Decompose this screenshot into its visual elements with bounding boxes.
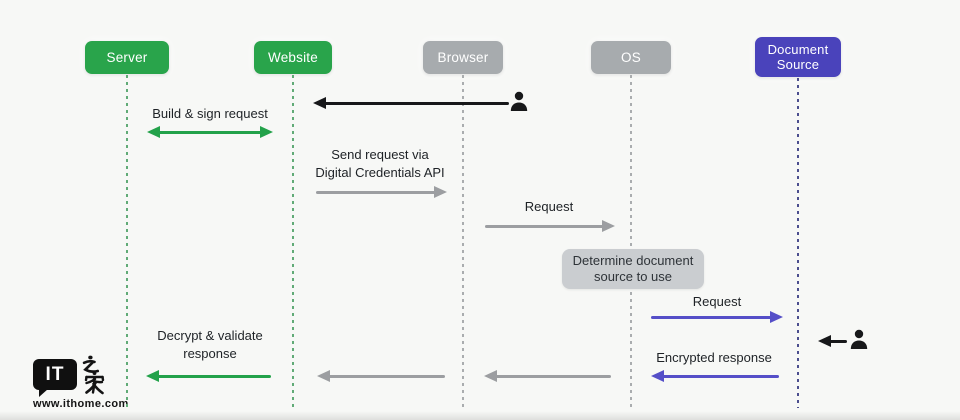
message-user-activates-website-line — [323, 101, 509, 105]
lifeline-server — [126, 75, 128, 408]
message-response-browser-to-website-line — [327, 374, 445, 378]
actor-browser-box: Browser — [423, 41, 503, 74]
lifeline-doc-source — [797, 78, 799, 408]
message-decrypt-validate-response-label: Decrypt & validate response — [157, 328, 263, 361]
message-encrypted-response-arrowhead-left — [651, 370, 664, 382]
note-determine-doc-source: Determine document source to use — [562, 249, 704, 289]
message-decrypt-validate-response-line — [156, 374, 271, 378]
message-encrypted-response-line — [661, 374, 779, 378]
ithome-logo: IT — [33, 359, 77, 397]
message-send-request-via-api-label: Send request via Digital Credentials API — [315, 147, 445, 180]
user-icon — [508, 90, 530, 116]
ithome-logo-text: IT — [45, 363, 65, 385]
zhi-character-icon — [82, 355, 100, 374]
message-request-browser-to-os-label: Request — [524, 199, 574, 214]
ithome-url: www.ithome.com — [33, 398, 129, 410]
message-request-os-to-doc-arrowhead-right — [770, 311, 783, 323]
message-request-browser-to-os-line — [485, 224, 605, 228]
message-user-activates-website-arrowhead-left — [313, 97, 326, 109]
message-user-approves-doc-arrowhead-left — [818, 335, 831, 347]
lifeline-website — [292, 75, 294, 408]
message-build-sign-request-line — [157, 130, 263, 134]
ithome-cn-glyph — [77, 355, 107, 397]
message-request-browser-to-os-arrowhead-right — [602, 220, 615, 232]
message-response-os-to-browser-arrowhead-left — [484, 370, 497, 382]
actor-website-box: Website — [254, 41, 332, 74]
ithome-logo-row: IT — [33, 355, 129, 397]
actor-server-box: Server — [85, 41, 169, 74]
message-send-request-via-api-line — [316, 190, 437, 194]
actor-os-box: OS — [591, 41, 671, 74]
message-response-browser-to-website-arrowhead-left — [317, 370, 330, 382]
message-request-os-to-doc-label: Request — [692, 294, 742, 309]
message-encrypted-response-label: Encrypted response — [656, 350, 772, 365]
message-build-sign-request-arrowhead-left — [147, 126, 160, 138]
message-decrypt-validate-response-arrowhead-left — [146, 370, 159, 382]
message-user-approves-doc-line — [828, 339, 847, 343]
lifeline-browser — [462, 75, 464, 408]
lifeline-os — [630, 75, 632, 408]
jia-character-icon — [84, 371, 105, 395]
message-response-os-to-browser-line — [494, 374, 611, 378]
actor-doc-source-box: Document Source — [755, 37, 841, 77]
message-build-sign-request-arrowhead-right — [260, 126, 273, 138]
message-send-request-via-api-arrowhead-right — [434, 186, 447, 198]
user-icon — [848, 328, 870, 354]
speech-bubble-tail — [39, 389, 48, 397]
message-build-sign-request-label: Build & sign request — [152, 106, 268, 121]
ithome-watermark: IT — [33, 355, 129, 410]
message-request-os-to-doc-line — [651, 315, 773, 319]
